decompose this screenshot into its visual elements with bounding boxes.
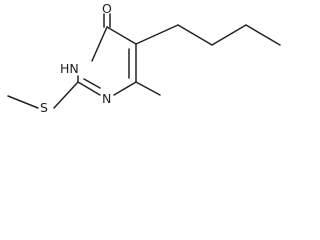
bond-butyl-4 bbox=[245, 24, 281, 46]
atom-s: S bbox=[40, 100, 48, 115]
molecule-diagram: O HN N S bbox=[7, 1, 281, 115]
bond-n1-c4 bbox=[91, 26, 108, 62]
bond-c2-s bbox=[53, 81, 79, 109]
bond-butyl-1 bbox=[135, 24, 179, 45]
bond-butyl-3 bbox=[211, 24, 247, 46]
bond-butyl-2 bbox=[177, 24, 213, 46]
bond-c6-n3 bbox=[113, 81, 137, 96]
bond-c4-c5 bbox=[106, 26, 137, 45]
bond-methyl bbox=[135, 81, 161, 96]
atom-oxygen: O bbox=[102, 1, 112, 16]
atom-nh: HN bbox=[60, 61, 79, 76]
bond-n3-c2 bbox=[77, 81, 101, 96]
bond-n3-c2-inner bbox=[83, 78, 101, 89]
bond-s-ch3 bbox=[7, 95, 39, 109]
atom-n3: N bbox=[102, 91, 111, 106]
